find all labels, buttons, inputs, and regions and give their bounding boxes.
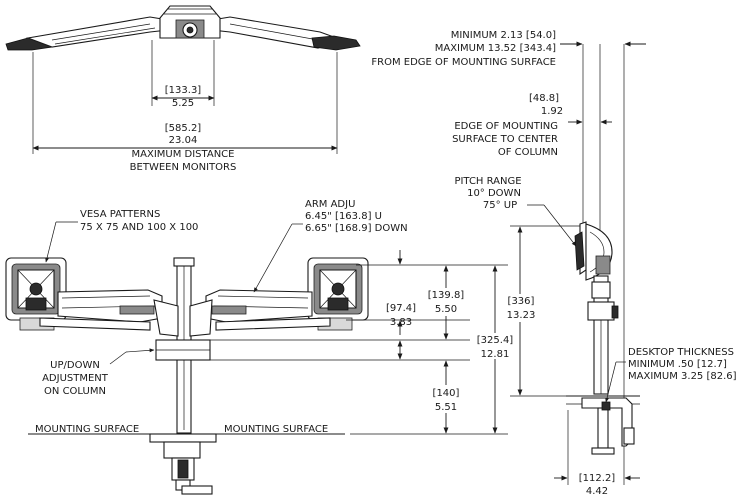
dim-97-in: 3.83: [390, 317, 412, 328]
right-vesa-bracket: [307, 257, 369, 331]
front-clamp: [163, 441, 213, 495]
mounting-surface-left: MOUNTING SURFACE: [35, 424, 139, 435]
side-clamp: [581, 397, 635, 455]
pitch-label-1: PITCH RANGE: [454, 176, 521, 187]
edge-label-1: EDGE OF MOUNTING: [454, 121, 558, 132]
dim-325-in: 12.81: [481, 349, 510, 360]
left-vesa-bracket: [5, 257, 67, 331]
dim-336-in: 13.23: [507, 310, 536, 321]
dim-336-mm: [336]: [508, 296, 535, 307]
desk-label-1: DESKTOP THICKNESS: [628, 347, 734, 358]
edge-label-3: OF COLUMN: [498, 147, 558, 158]
dim-140-mm: [140]: [433, 388, 460, 399]
top-view: [133.3] 5.25 [585.2] 23.04 MAXIMUM DISTA…: [5, 5, 361, 173]
side-column: [587, 275, 619, 395]
dim-139-mm: [139.8]: [428, 290, 465, 301]
vesa-label-1: VESA PATTERNS: [80, 209, 160, 220]
edge-label-2: SURFACE TO CENTER: [452, 134, 558, 145]
updown-label-3: ON COLUMN: [44, 386, 106, 397]
dim-112-in: 4.42: [586, 486, 608, 497]
side-monitor-head: [574, 221, 613, 281]
dim-112-mm: [112.2]: [579, 473, 616, 484]
pitch-label-3: 75° UP: [483, 200, 517, 211]
arm-adjustment-label-3: 6.65" [168.9] DOWN: [305, 223, 408, 234]
max-distance-caption-2: BETWEEN MONITORS: [130, 162, 237, 173]
arm-adjustment-label-2: 6.45" [163.8] U: [305, 211, 382, 222]
dim-325-mm: [325.4]: [477, 335, 514, 346]
inner-spacing-in: 5.25: [172, 98, 194, 109]
desk-label-2: MINIMUM .50 [12.7]: [628, 359, 727, 370]
left-arm: [39, 289, 179, 337]
pitch-label-2: 10° DOWN: [467, 188, 521, 199]
dim-48-in: 1.92: [541, 106, 563, 117]
arm-adjustment-label-1: ARM ADJU: [305, 199, 355, 210]
vesa-label-2: 75 X 75 AND 100 X 100: [80, 222, 198, 233]
side-max-line: MAXIMUM 13.52 [343.4]: [435, 43, 556, 54]
side-min-line: MINIMUM 2.13 [54.0]: [451, 30, 556, 41]
mounting-surface-right: MOUNTING SURFACE: [224, 424, 328, 435]
front-view: VESA PATTERNS 75 X 75 AND 100 X 100 ARM …: [5, 199, 580, 495]
updown-label-1: UP/DOWN: [50, 360, 100, 371]
max-distance-caption-1: MAXIMUM DISTANCE: [132, 149, 235, 160]
dim-97-mm: [97.4]: [386, 303, 416, 314]
desk-label-3: MAXIMUM 3.25 [82.6]: [628, 371, 737, 382]
dim-48-mm: [48.8]: [529, 93, 559, 104]
base-plate: [149, 433, 217, 443]
right-arm: [189, 289, 331, 337]
dim-139-in: 5.50: [435, 304, 457, 315]
max-distance-in: 23.04: [169, 135, 198, 146]
side-from-edge: FROM EDGE OF MOUNTING SURFACE: [371, 57, 556, 68]
dim-140-in: 5.51: [435, 402, 457, 413]
updown-label-2: ADJUSTMENT: [42, 373, 109, 384]
top-view-arm-assembly: [5, 5, 361, 51]
side-view: MINIMUM 2.13 [54.0] MAXIMUM 13.52 [343.4…: [371, 30, 736, 497]
max-distance-mm: [585.2]: [165, 123, 202, 134]
inner-spacing-mm: [133.3]: [165, 85, 202, 96]
